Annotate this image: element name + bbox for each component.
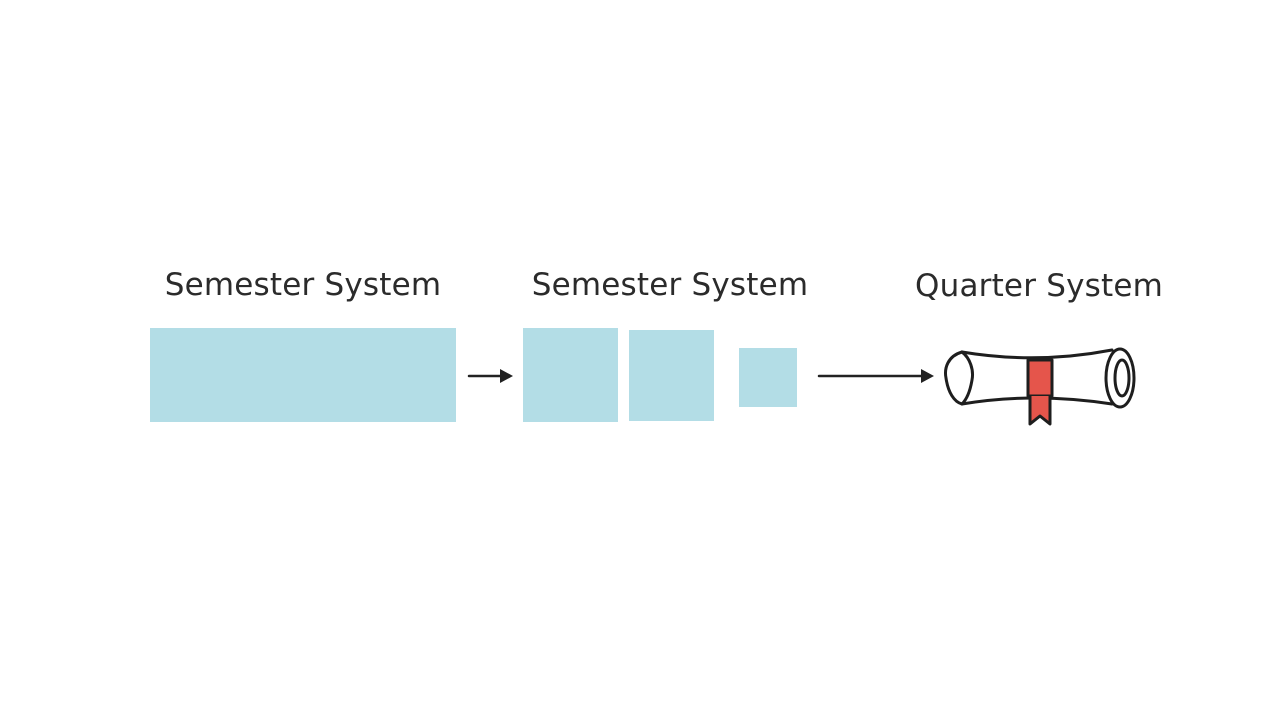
semester-block-part-1 [523, 328, 618, 422]
stage-label-semester-2: Semester System [531, 267, 809, 303]
semester-block-full [150, 328, 456, 422]
diploma-scroll-icon [944, 347, 1136, 426]
stage-label-semester-1: Semester System [164, 267, 442, 303]
stage-label-quarter: Quarter System [914, 268, 1164, 304]
semester-block-part-3 [739, 348, 797, 407]
arrow-icon [817, 369, 934, 383]
arrow-icon [467, 369, 513, 383]
semester-block-part-2 [629, 330, 714, 421]
